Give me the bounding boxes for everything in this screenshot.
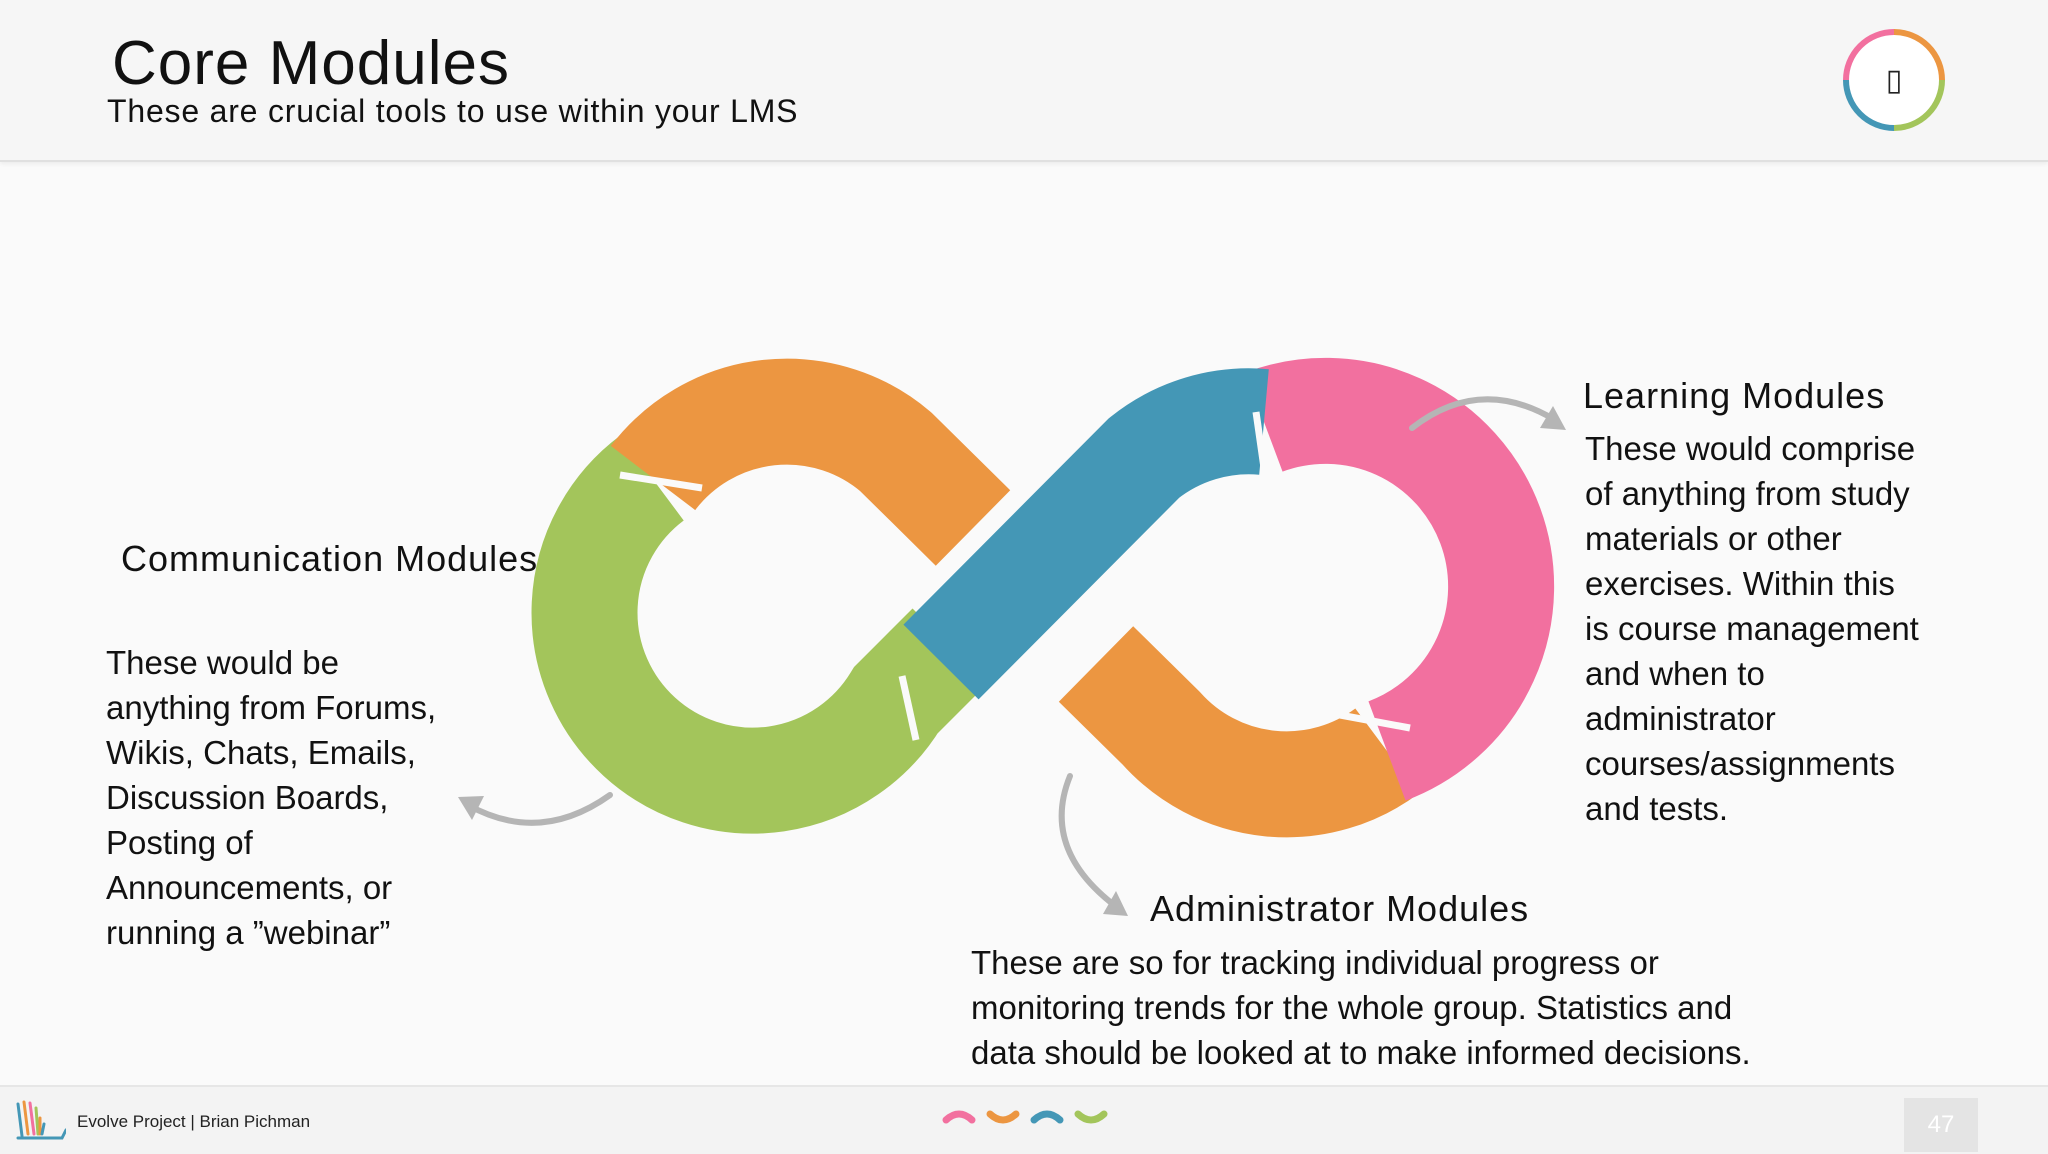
- footer-credit: Evolve Project | Brian Pichman: [77, 1112, 311, 1131]
- slide-header: [0, 0, 2048, 162]
- arrow-administrator: [1058, 773, 1121, 911]
- page-number: 47: [1904, 1098, 1978, 1152]
- slide-title: Core Modules: [112, 29, 510, 98]
- dot-orange: [986, 1110, 1020, 1124]
- learning-body: These would comprise of anything from st…: [1585, 430, 1919, 827]
- arrow-communication: [465, 792, 613, 826]
- slide-footer: [0, 1085, 2048, 1154]
- ring-logo-icon: ▯: [1840, 26, 1948, 134]
- administrator-title: Administrator Modules: [1150, 888, 1530, 929]
- book-logo-icon: [16, 1100, 66, 1140]
- arrowhead-learning-icon: [1540, 406, 1566, 430]
- arrowhead-administrator-icon: [1103, 891, 1128, 916]
- slide-subtitle: These are crucial tools to use within yo…: [107, 93, 799, 129]
- color-dots-decoration: [942, 1110, 1108, 1124]
- administrator-body: These are so for tracking individual pro…: [971, 944, 1751, 1071]
- segment-administrator: [1058, 626, 1419, 838]
- segment-communication: [531, 435, 988, 834]
- separator-1: [619, 471, 703, 492]
- separator-4: [1339, 711, 1411, 732]
- dot-green: [1074, 1110, 1108, 1124]
- communication-title: Communication Modules: [121, 538, 539, 579]
- badge-glyph: ▯: [1885, 63, 1903, 97]
- separator-3: [1252, 411, 1268, 469]
- dot-blue: [1030, 1110, 1064, 1124]
- learning-title: Learning Modules: [1583, 375, 1886, 416]
- arrowhead-communication-icon: [458, 796, 484, 820]
- segment-core-crossing: [903, 368, 1269, 700]
- communication-body: These would be anything from Forums, Wik…: [106, 644, 437, 951]
- dot-pink: [942, 1110, 976, 1124]
- segment-learning: [1245, 357, 1555, 801]
- segment-orange-top: [610, 358, 1011, 566]
- separator-2: [898, 675, 920, 741]
- arrow-learning: [1409, 396, 1558, 431]
